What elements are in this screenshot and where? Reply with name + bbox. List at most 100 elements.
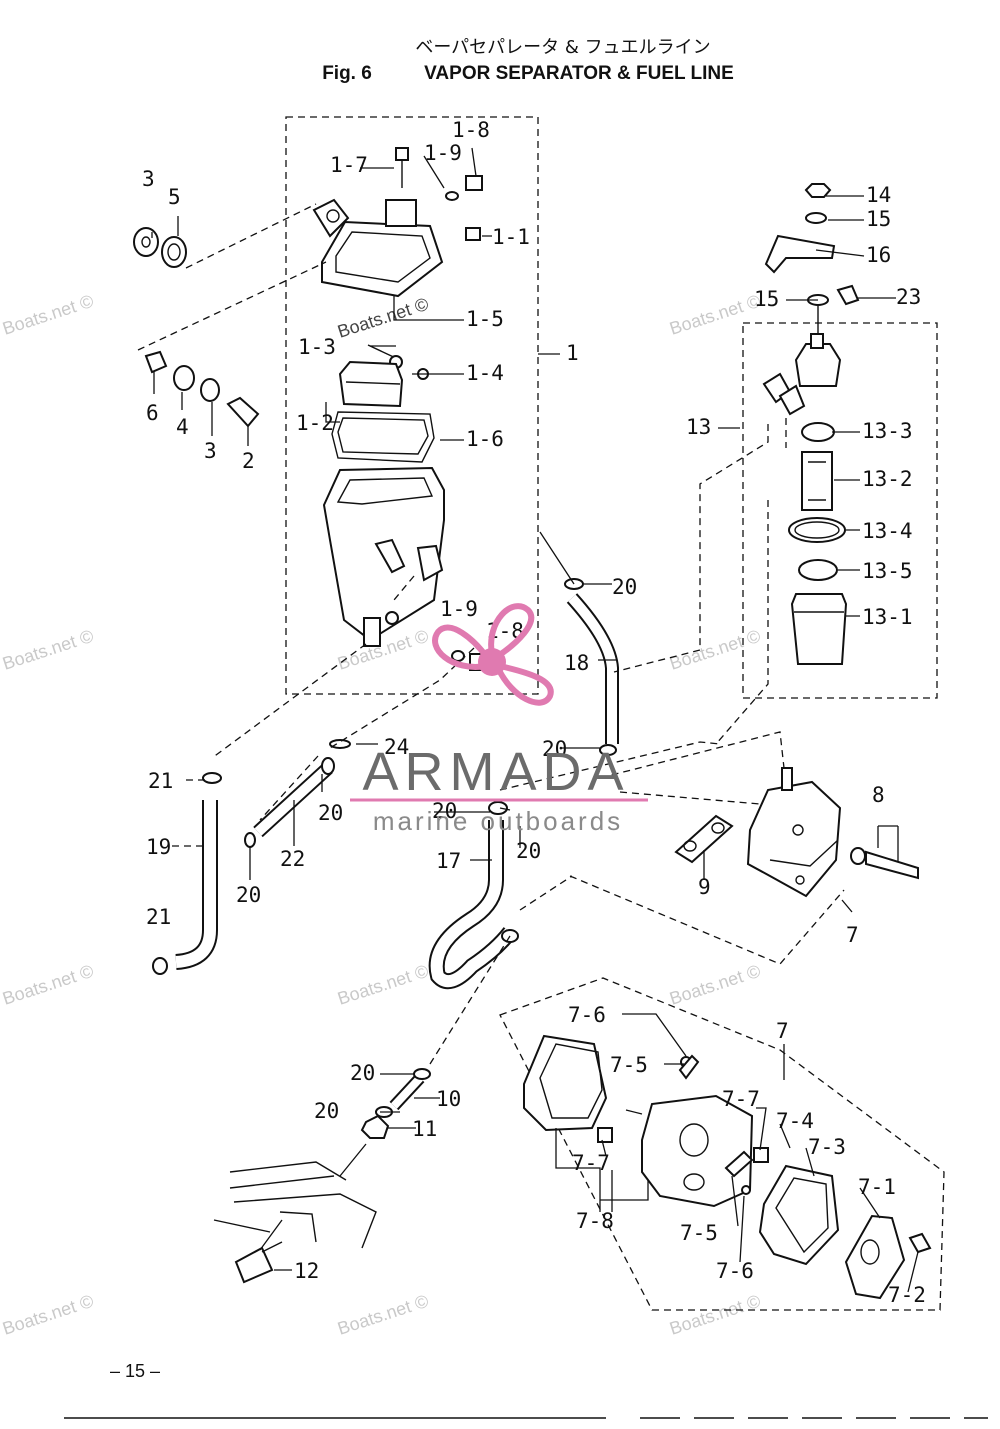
- label-17: 17: [436, 849, 461, 873]
- page-number: – 15 –: [110, 1361, 160, 1381]
- label-1-9-lower: 1-9: [440, 597, 478, 621]
- label-7-2: 7-2: [888, 1283, 926, 1307]
- leader-lines: [137, 147, 919, 1293]
- label-1-8: 1-8: [452, 118, 490, 142]
- clip-20: [413, 1068, 431, 1080]
- clip-21: [202, 772, 222, 784]
- washer-3: [200, 378, 220, 402]
- bolt-2: [226, 396, 260, 428]
- watermark-text: Boats.net ©: [0, 291, 96, 339]
- filter-head: [794, 343, 842, 387]
- clip-21: [152, 957, 168, 975]
- label-1: 1: [566, 341, 579, 365]
- watermark-text: Boats.net ©: [335, 294, 431, 342]
- label-5: 5: [168, 185, 181, 209]
- watermark-text: Boats.net ©: [667, 626, 763, 674]
- watermark-text: Boats.net ©: [0, 961, 96, 1009]
- clip-20: [599, 744, 617, 756]
- fuel-pump: [674, 767, 919, 898]
- brand-name: ARMADA: [362, 742, 629, 802]
- label-23: 23: [896, 285, 921, 309]
- label-6: 6: [146, 401, 159, 425]
- label-20-e: 20: [516, 839, 541, 863]
- label-7-5: 7-5: [610, 1053, 648, 1077]
- title-japanese: ベーパセパレータ & フュエルライン: [415, 37, 710, 58]
- ring-13-5: [798, 559, 838, 581]
- pump-cover: [523, 1034, 608, 1132]
- washer-1-9: [445, 191, 459, 201]
- label-1-6: 1-6: [466, 427, 504, 451]
- label-1-1: 1-1: [492, 225, 530, 249]
- fitting-elbow: [374, 538, 406, 574]
- label-7-7-lower: 7-7: [572, 1151, 610, 1175]
- diaphragm-7-3: [758, 1164, 840, 1266]
- label-20-b: 20: [542, 737, 567, 761]
- screw-7-7: [753, 1147, 769, 1163]
- hose-clips: [152, 578, 617, 1118]
- label-8: 8: [872, 783, 885, 807]
- label-1-2: 1-2: [296, 411, 334, 435]
- watermark-text: Boats.net ©: [335, 1291, 431, 1339]
- bolt-8: [865, 850, 919, 880]
- bolt-23: [836, 284, 860, 306]
- label-1-5: 1-5: [466, 307, 504, 331]
- fuel-pump-body: [746, 780, 842, 898]
- gasket-7-4: [775, 1177, 829, 1254]
- washer-3: [133, 227, 159, 257]
- vapor-separator: [312, 147, 487, 671]
- screw-1-8: [465, 175, 483, 191]
- collar-6: [144, 350, 168, 374]
- screw-7-7: [597, 1127, 613, 1143]
- washer-1-9: [451, 650, 465, 662]
- label-20-g: 20: [350, 1061, 375, 1085]
- cover-7-1: [844, 1214, 906, 1300]
- label-4: 4: [176, 415, 189, 439]
- watermark-text: Boats.net ©: [667, 291, 763, 339]
- float-1-2: [338, 360, 404, 408]
- fuel-filter: [762, 183, 860, 665]
- label-13-5: 13-5: [862, 559, 913, 583]
- label-18: 18: [564, 651, 589, 675]
- label-20-h: 20: [314, 1099, 339, 1123]
- label-16: 16: [866, 243, 891, 267]
- valve-7-5: [678, 1054, 700, 1080]
- label-13-2: 13-2: [862, 467, 913, 491]
- clip-20: [244, 832, 256, 848]
- screw-7-6: [741, 1185, 751, 1195]
- watermark-text: Boats.net ©: [335, 961, 431, 1009]
- label-7-6-lower: 7-6: [716, 1259, 754, 1283]
- filter-cup-13-1: [790, 593, 848, 665]
- brand-tagline: marine outboards: [373, 806, 623, 836]
- screw-1-1: [465, 227, 481, 241]
- label-7-7: 7-7: [722, 1087, 760, 1111]
- label-7-1: 7-1: [858, 1175, 896, 1199]
- fitting-elbow: [416, 544, 444, 582]
- bolt-1-7: [395, 147, 409, 161]
- figure-title: VAPOR SEPARATOR & FUEL LINE: [424, 63, 734, 84]
- label-15: 15: [866, 207, 891, 231]
- label-20-c: 20: [318, 801, 343, 825]
- label-20-d: 20: [432, 799, 457, 823]
- clip-24: [329, 739, 351, 749]
- fuel-pump-exploded: [523, 1034, 932, 1300]
- label-3: 3: [142, 167, 155, 191]
- label-1-3: 1-3: [298, 335, 336, 359]
- grommet-4: [173, 365, 195, 391]
- watermark-text: Boats.net ©: [0, 1291, 96, 1339]
- propeller-logo-icon: [432, 603, 554, 706]
- watermark-text: Boats.net ©: [667, 961, 763, 1009]
- label-7-6: 7-6: [568, 1003, 606, 1027]
- washer-15: [805, 212, 827, 224]
- gasket-1-6: [331, 411, 435, 463]
- label-7-top: 7: [776, 1019, 789, 1043]
- label-15-lower: 15: [754, 287, 779, 311]
- valve-7-5: [724, 1150, 754, 1178]
- label-2: 2: [242, 449, 255, 473]
- part-labels: 1-8 1-7 1-9 1-1 1-5 1-3 1-4 1-2 1-6 1 1-…: [142, 118, 926, 1307]
- label-1-7: 1-7: [330, 153, 368, 177]
- engine-outline: [213, 1161, 377, 1249]
- clip-20: [321, 757, 335, 775]
- screw-7-2: [908, 1232, 932, 1254]
- label-20-f: 20: [236, 883, 261, 907]
